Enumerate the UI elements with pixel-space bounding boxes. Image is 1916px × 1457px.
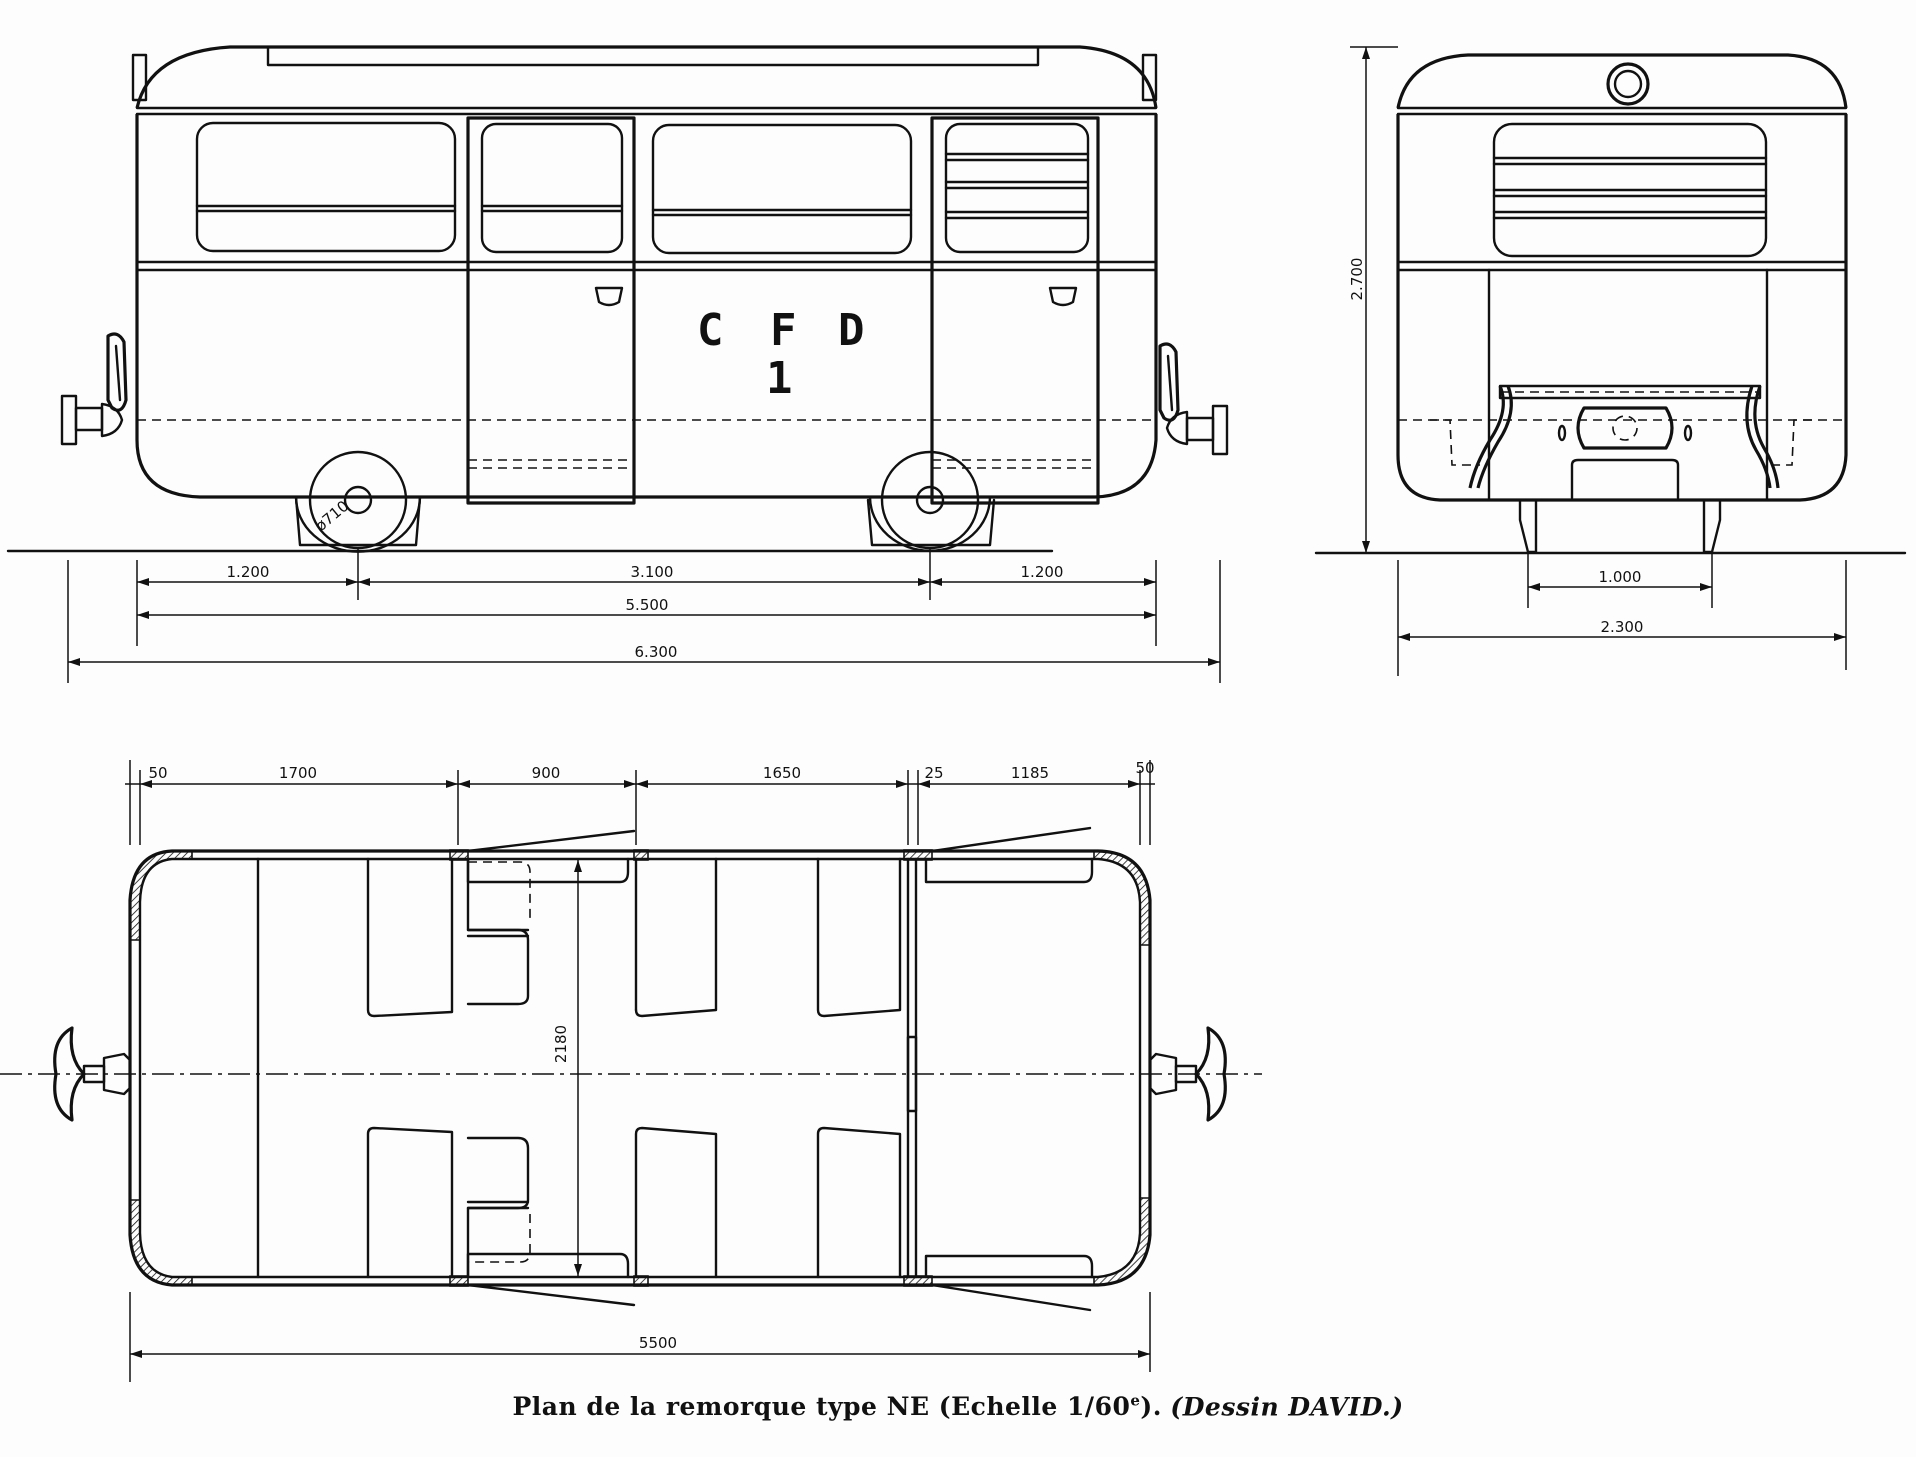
seat-top-3: [816, 857, 902, 1018]
side-door-2: [930, 116, 1100, 505]
fleet-number: 1: [766, 353, 793, 404]
end-body-outline: [1396, 114, 1848, 502]
dim-plan-wall-left: 50: [148, 764, 167, 782]
door-step-1-top: [466, 857, 630, 884]
dim-end-width: 2.300: [1601, 618, 1644, 636]
plan-dimensions-bottom: 5500: [129, 1292, 1151, 1382]
door-step-1-bottom: [466, 1252, 630, 1279]
dim-plan-interior-width: 2180: [552, 1025, 570, 1063]
roof-outline: [135, 45, 1158, 109]
door-1-window: [480, 122, 624, 254]
dim-end-gauge: 1.000: [1599, 568, 1642, 586]
side-dimensions: 1.200 3.100 1.200 5.500 6.300: [67, 548, 1221, 683]
dim-plan-total-length: 5500: [639, 1334, 677, 1352]
seat-bottom-3: [816, 1126, 902, 1279]
brake-hose-right: [1753, 385, 1780, 489]
dim-side-overall-length: 6.300: [635, 643, 678, 661]
figure-caption: Plan de la remorque type NE (Echelle 1/6…: [0, 1392, 1916, 1421]
dim-plan-partition: 25: [924, 764, 943, 782]
wheel-left: [294, 450, 422, 553]
livery-letter-d: D: [838, 305, 865, 356]
side-elevation: C F D 1 ø710: [6, 45, 1229, 683]
roof-vent: [266, 45, 1040, 67]
corner-post-tr: [1093, 850, 1151, 946]
buffer-right: [1158, 342, 1229, 456]
caption-main: Plan de la remorque type NE (Echelle 1/6…: [512, 1392, 1131, 1422]
seat-top-1: [366, 857, 454, 1018]
dim-side-overhang-right: 1.200: [1021, 563, 1064, 581]
door-step-2-bottom: [924, 1254, 1094, 1279]
plan-buffer-left: [53, 1026, 132, 1122]
roof-lamp-left: [131, 53, 148, 102]
side-window-1: [195, 121, 457, 253]
door-1-handle: [594, 286, 624, 307]
dim-side-overhang-left: 1.200: [227, 563, 270, 581]
door-2-handle: [1048, 286, 1078, 307]
side-window-2: [651, 123, 913, 255]
end-coupler: [1576, 406, 1674, 450]
plan-view: 2180 50 1700 900 1650 25 1185 50: [0, 759, 1262, 1382]
livery-letter-f: F: [770, 305, 797, 356]
side-door-1: [466, 116, 636, 505]
buffer-left: [60, 332, 128, 446]
dim-plan-section-1: 1700: [279, 764, 317, 782]
dim-side-wheelbase: 3.100: [631, 563, 674, 581]
dim-plan-door-1: 900: [532, 764, 561, 782]
dim-side-body-length: 5.500: [626, 596, 669, 614]
body-outline: [135, 114, 1158, 499]
dim-plan-section-3: 1185: [1011, 764, 1049, 782]
brake-hose-left: [1468, 385, 1505, 489]
caption-credit: (Dessin DAVID.): [1170, 1392, 1404, 1422]
end-lamp: [1606, 62, 1650, 106]
dim-plan-wall-right: 50: [1135, 759, 1154, 777]
livery-letter-c: C: [697, 305, 724, 356]
end-dimensions: 2.700 1.000 2.300: [1348, 46, 1847, 676]
end-roof: [1396, 53, 1848, 109]
end-elevation: 2.700 1.000 2.300: [1314, 46, 1907, 676]
roof-lamp-right: [1141, 53, 1158, 102]
seat-bottom-1: [366, 1126, 454, 1279]
plan-dimensions-top: 50 1700 900 1650 25 1185 50: [125, 759, 1155, 845]
plan-buffer-right: [1148, 1026, 1227, 1122]
caption-close: ).: [1140, 1392, 1162, 1422]
corner-post-tl: [129, 850, 193, 941]
plan-outer-shell: [128, 849, 1152, 1287]
seat-bottom-2: [634, 1126, 718, 1279]
seat-top-2: [634, 857, 718, 1018]
corner-post-br: [1093, 1197, 1151, 1286]
caption-superscript: e: [1130, 1392, 1141, 1410]
dim-end-height: 2.700: [1348, 258, 1366, 301]
corner-post-bl: [129, 1199, 193, 1286]
door-step-2-top: [924, 857, 1094, 884]
dim-plan-section-2: 1650: [763, 764, 801, 782]
